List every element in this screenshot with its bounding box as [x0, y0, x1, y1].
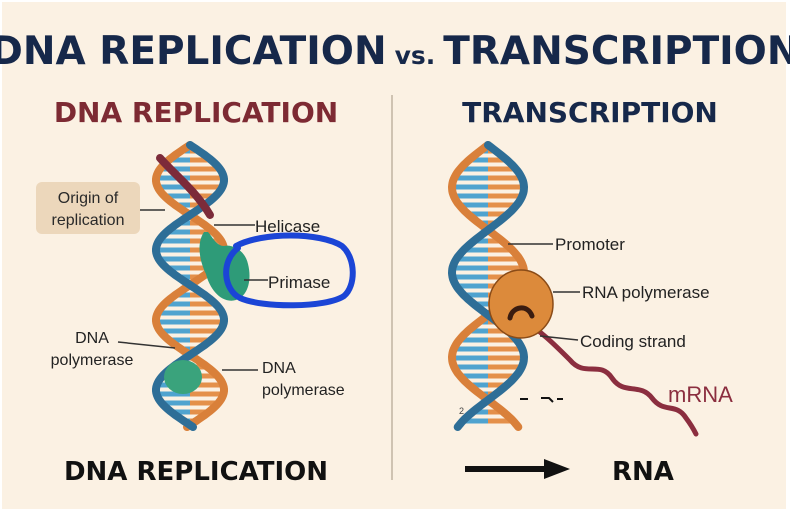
dna-polymerase-left-pointer	[117, 341, 176, 349]
dna-helix-right	[447, 141, 529, 431]
mrna-label: mRNA	[668, 382, 733, 407]
origin-label-line1: Origin of	[58, 190, 119, 207]
dna-polymerase-right-line2: polymerase	[262, 382, 345, 399]
dna-polymerase-left-line1: DNA	[75, 330, 109, 347]
rna-polymerase-opening	[507, 305, 535, 321]
promoter-label: Promoter	[555, 235, 625, 254]
right-heading: TRANSCRIPTION	[462, 96, 718, 129]
rna-polymerase-enzyme	[488, 269, 554, 339]
small-mark: 2	[459, 406, 464, 416]
dna-polymerase-left-line2: polymerase	[51, 352, 134, 369]
origin-label-line2: replication	[52, 212, 125, 229]
parent-strand-segment	[156, 154, 214, 219]
left-footer: DNA REPLICATION	[64, 457, 328, 487]
dna-polymerase-enzyme	[164, 360, 202, 394]
coding-strand-pointer	[539, 335, 579, 341]
small-dash-2	[541, 397, 554, 403]
left-heading: DNA REPLICATION	[54, 96, 338, 129]
mrna-strand	[517, 315, 699, 437]
annotation-circle	[223, 232, 356, 309]
primase-label: Primase	[268, 273, 330, 292]
arrow-right-icon	[465, 459, 570, 479]
coding-strand-label: Coding strand	[580, 332, 686, 351]
dna-polymerase-right-line1: DNA	[262, 360, 296, 377]
helicase-label: Helicase	[255, 217, 320, 236]
rna-polymerase-label: RNA polymerase	[582, 283, 710, 302]
right-footer: RNA	[612, 457, 674, 487]
origin-of-replication-label: Origin of replication	[36, 182, 165, 234]
